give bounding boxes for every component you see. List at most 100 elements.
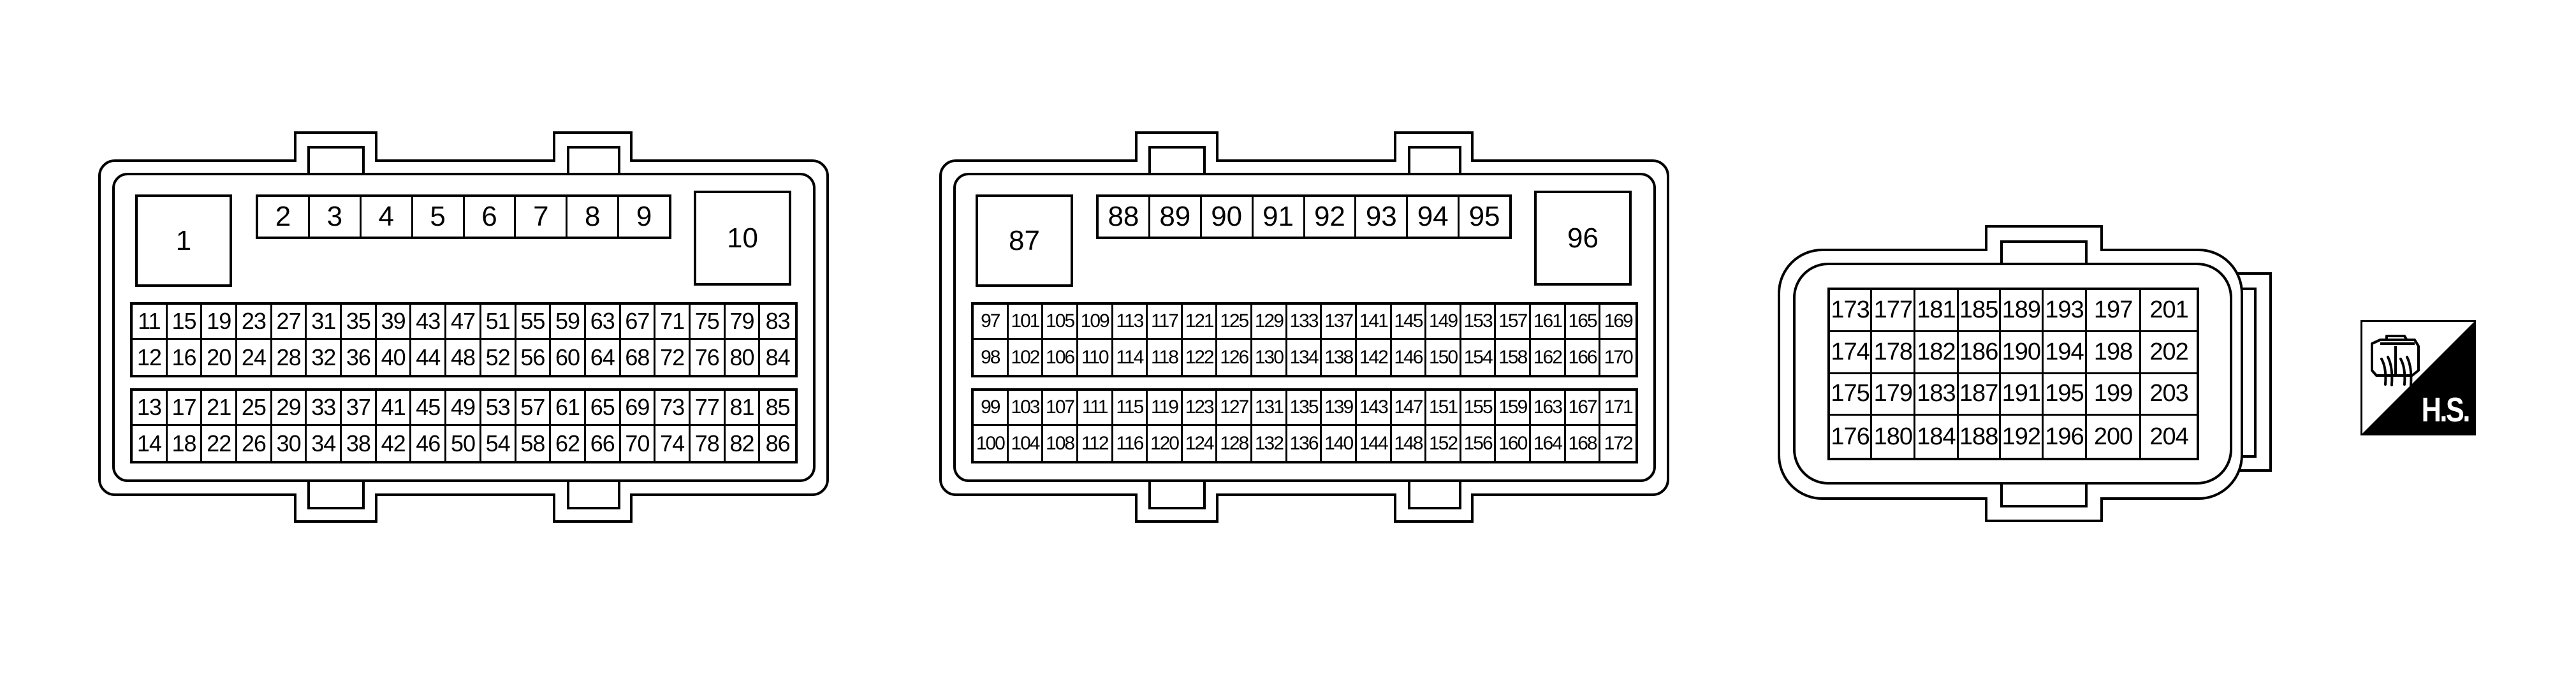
harness-side-label: H.S. xyxy=(2421,391,2471,429)
pin-78: 78 xyxy=(691,426,726,461)
pin-158: 158 xyxy=(1496,340,1532,375)
pin-67: 67 xyxy=(620,305,656,340)
connector-2-terminal-strip: 88 89 90 91 92 93 94 95 xyxy=(1096,194,1512,239)
pin-202: 202 xyxy=(2141,332,2197,374)
terminal-95: 95 xyxy=(1458,197,1509,237)
pin-172: 172 xyxy=(1604,432,1634,454)
pin-104: 104 xyxy=(1009,426,1044,461)
pin-55: 55 xyxy=(516,305,552,340)
pin-169: 169 xyxy=(1600,305,1636,340)
pin-139: 139 xyxy=(1322,391,1357,426)
pin-167: 167 xyxy=(1565,391,1601,426)
terminal-88: 88 xyxy=(1108,201,1139,232)
pin-39: 39 xyxy=(376,305,412,340)
pin-153: 153 xyxy=(1461,305,1497,340)
pin-189: 189 xyxy=(2000,290,2044,332)
pin-52: 52 xyxy=(481,340,516,375)
pin-19: 19 xyxy=(202,305,238,340)
pin-143: 143 xyxy=(1356,391,1392,426)
pin-59: 59 xyxy=(551,305,586,340)
pin-193: 193 xyxy=(2043,290,2088,332)
pin-117: 117 xyxy=(1148,305,1183,340)
pin-84: 84 xyxy=(765,344,791,370)
pin-148: 148 xyxy=(1392,426,1427,461)
pin-127: 127 xyxy=(1217,391,1253,426)
terminal-96: 96 xyxy=(1534,191,1632,286)
pin-109: 109 xyxy=(1078,305,1113,340)
pin-128: 128 xyxy=(1217,426,1253,461)
connector-1-top-latch-inner-right xyxy=(567,146,620,175)
pin-141: 141 xyxy=(1356,305,1392,340)
pin-134: 134 xyxy=(1287,340,1322,375)
pin-57: 57 xyxy=(516,391,552,426)
pin-68: 68 xyxy=(621,340,656,375)
pin-41: 41 xyxy=(376,391,412,426)
pin-145: 145 xyxy=(1391,305,1427,340)
pin-166: 166 xyxy=(1566,340,1601,375)
connector-2-bottom-latch-inner-right xyxy=(1408,479,1461,509)
pin-160: 160 xyxy=(1496,426,1532,461)
pin-13: 13 xyxy=(133,391,168,426)
pin-125: 125 xyxy=(1217,305,1253,340)
pin-175: 175 xyxy=(1830,374,1873,416)
pin-157: 157 xyxy=(1496,305,1532,340)
pin-171: 171 xyxy=(1600,391,1636,426)
pin-99: 99 xyxy=(974,391,1009,426)
pin-71: 71 xyxy=(655,305,691,340)
harness-side-icon xyxy=(2362,322,2474,434)
pin-196: 196 xyxy=(2044,416,2088,458)
pin-187: 187 xyxy=(1958,374,2001,416)
pin-121: 121 xyxy=(1182,305,1218,340)
pin-138: 138 xyxy=(1322,340,1357,375)
pin-168: 168 xyxy=(1566,426,1601,461)
pin-101: 101 xyxy=(1008,305,1044,340)
pin-102: 102 xyxy=(1009,340,1044,375)
pin-49: 49 xyxy=(446,391,481,426)
pin-155: 155 xyxy=(1461,391,1497,426)
pin-144: 144 xyxy=(1357,426,1392,461)
connector-2-bottom-latch-inner-left xyxy=(1148,479,1206,509)
pin-28: 28 xyxy=(272,340,307,375)
pin-195: 195 xyxy=(2043,374,2088,416)
pin-163: 163 xyxy=(1531,391,1566,426)
pin-118: 118 xyxy=(1148,340,1183,375)
pin-182: 182 xyxy=(1915,332,1959,374)
pin-152: 152 xyxy=(1426,426,1461,461)
terminal-4: 4 xyxy=(359,197,411,237)
pin-170: 170 xyxy=(1604,346,1634,368)
pin-16: 16 xyxy=(168,340,203,375)
pin-164: 164 xyxy=(1531,426,1566,461)
pin-17: 17 xyxy=(167,391,203,426)
pin-18: 18 xyxy=(168,426,203,461)
pin-46: 46 xyxy=(411,426,447,461)
pin-179: 179 xyxy=(1872,374,1916,416)
terminal-92: 92 xyxy=(1303,197,1355,237)
pin-66: 66 xyxy=(586,426,621,461)
pin-25: 25 xyxy=(237,391,272,426)
pin-64: 64 xyxy=(586,340,621,375)
pin-32: 32 xyxy=(307,340,342,375)
pin-112: 112 xyxy=(1078,426,1113,461)
pin-45: 45 xyxy=(411,391,447,426)
pin-23: 23 xyxy=(237,305,272,340)
terminal-7: 7 xyxy=(514,197,566,237)
pin-176: 176 xyxy=(1830,416,1873,458)
pin-97: 97 xyxy=(974,305,1009,340)
pin-115: 115 xyxy=(1113,391,1148,426)
pin-108: 108 xyxy=(1043,426,1078,461)
connector-3-bottom-latch-inner xyxy=(2000,482,2088,507)
pin-149: 149 xyxy=(1426,305,1461,340)
pin-146: 146 xyxy=(1392,340,1427,375)
pin-183: 183 xyxy=(1915,374,1959,416)
pin-100: 100 xyxy=(974,426,1009,461)
pin-14: 14 xyxy=(133,426,168,461)
pin-180: 180 xyxy=(1872,416,1916,458)
pin-120: 120 xyxy=(1148,426,1183,461)
pin-200: 200 xyxy=(2087,416,2142,458)
pin-60: 60 xyxy=(551,340,586,375)
terminal-9: 9 xyxy=(617,197,669,237)
pin-51: 51 xyxy=(481,305,516,340)
